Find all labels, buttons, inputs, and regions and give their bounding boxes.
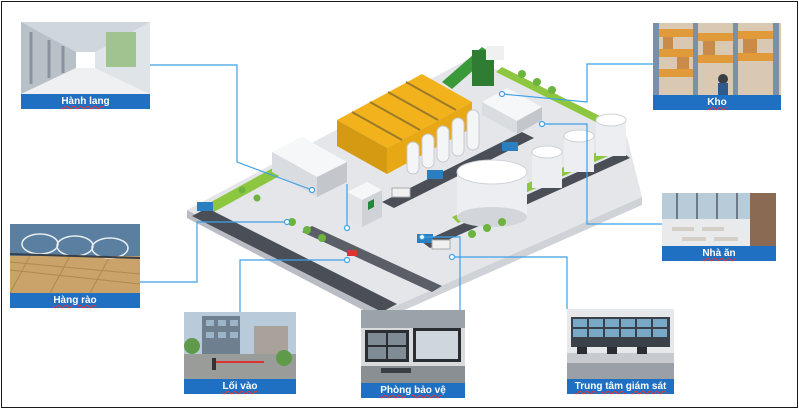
connector-lines <box>140 63 662 327</box>
canteen-photo-icon <box>662 193 776 246</box>
conveyor-tower <box>442 46 504 89</box>
card-canteen: Nhà ăn <box>662 193 776 261</box>
card-corridor-label: Hành lang <box>21 94 150 109</box>
card-entrance: Lối vào <box>184 312 296 394</box>
office-building <box>272 137 347 197</box>
barbed-wire-photo-icon <box>10 224 140 293</box>
warehouse-photo-icon <box>653 23 781 95</box>
card-canteen-label: Nhà ăn <box>662 246 776 261</box>
trees <box>238 70 556 242</box>
trucks <box>197 142 518 256</box>
card-control-center-label: Trung tâm giám sát <box>567 379 674 394</box>
card-corridor: Hành lang <box>21 22 150 109</box>
card-guard-room-label: Phòng bảo vệ <box>361 383 465 398</box>
control-room-photo-icon <box>567 309 674 379</box>
gatehouse <box>347 182 382 227</box>
card-fence-label: Hàng rào <box>10 293 140 308</box>
corridor-photo-icon <box>21 22 150 94</box>
large-tank <box>456 159 528 227</box>
cctv-monitors-photo-icon <box>361 310 465 383</box>
storage-tanks <box>531 113 627 188</box>
small-silos <box>406 109 480 175</box>
card-entrance-label: Lối vào <box>184 379 296 394</box>
entrance-gate-photo-icon <box>184 312 296 379</box>
connector-dots <box>283 90 546 264</box>
card-fence: Hàng rào <box>10 224 140 308</box>
card-warehouse: Kho <box>653 23 781 110</box>
card-control-center: Trung tâm giám sát <box>567 309 674 394</box>
card-guard-room: Phòng bảo vệ <box>361 310 465 398</box>
card-warehouse-label: Kho <box>653 95 781 110</box>
warehouse-building <box>482 88 542 134</box>
